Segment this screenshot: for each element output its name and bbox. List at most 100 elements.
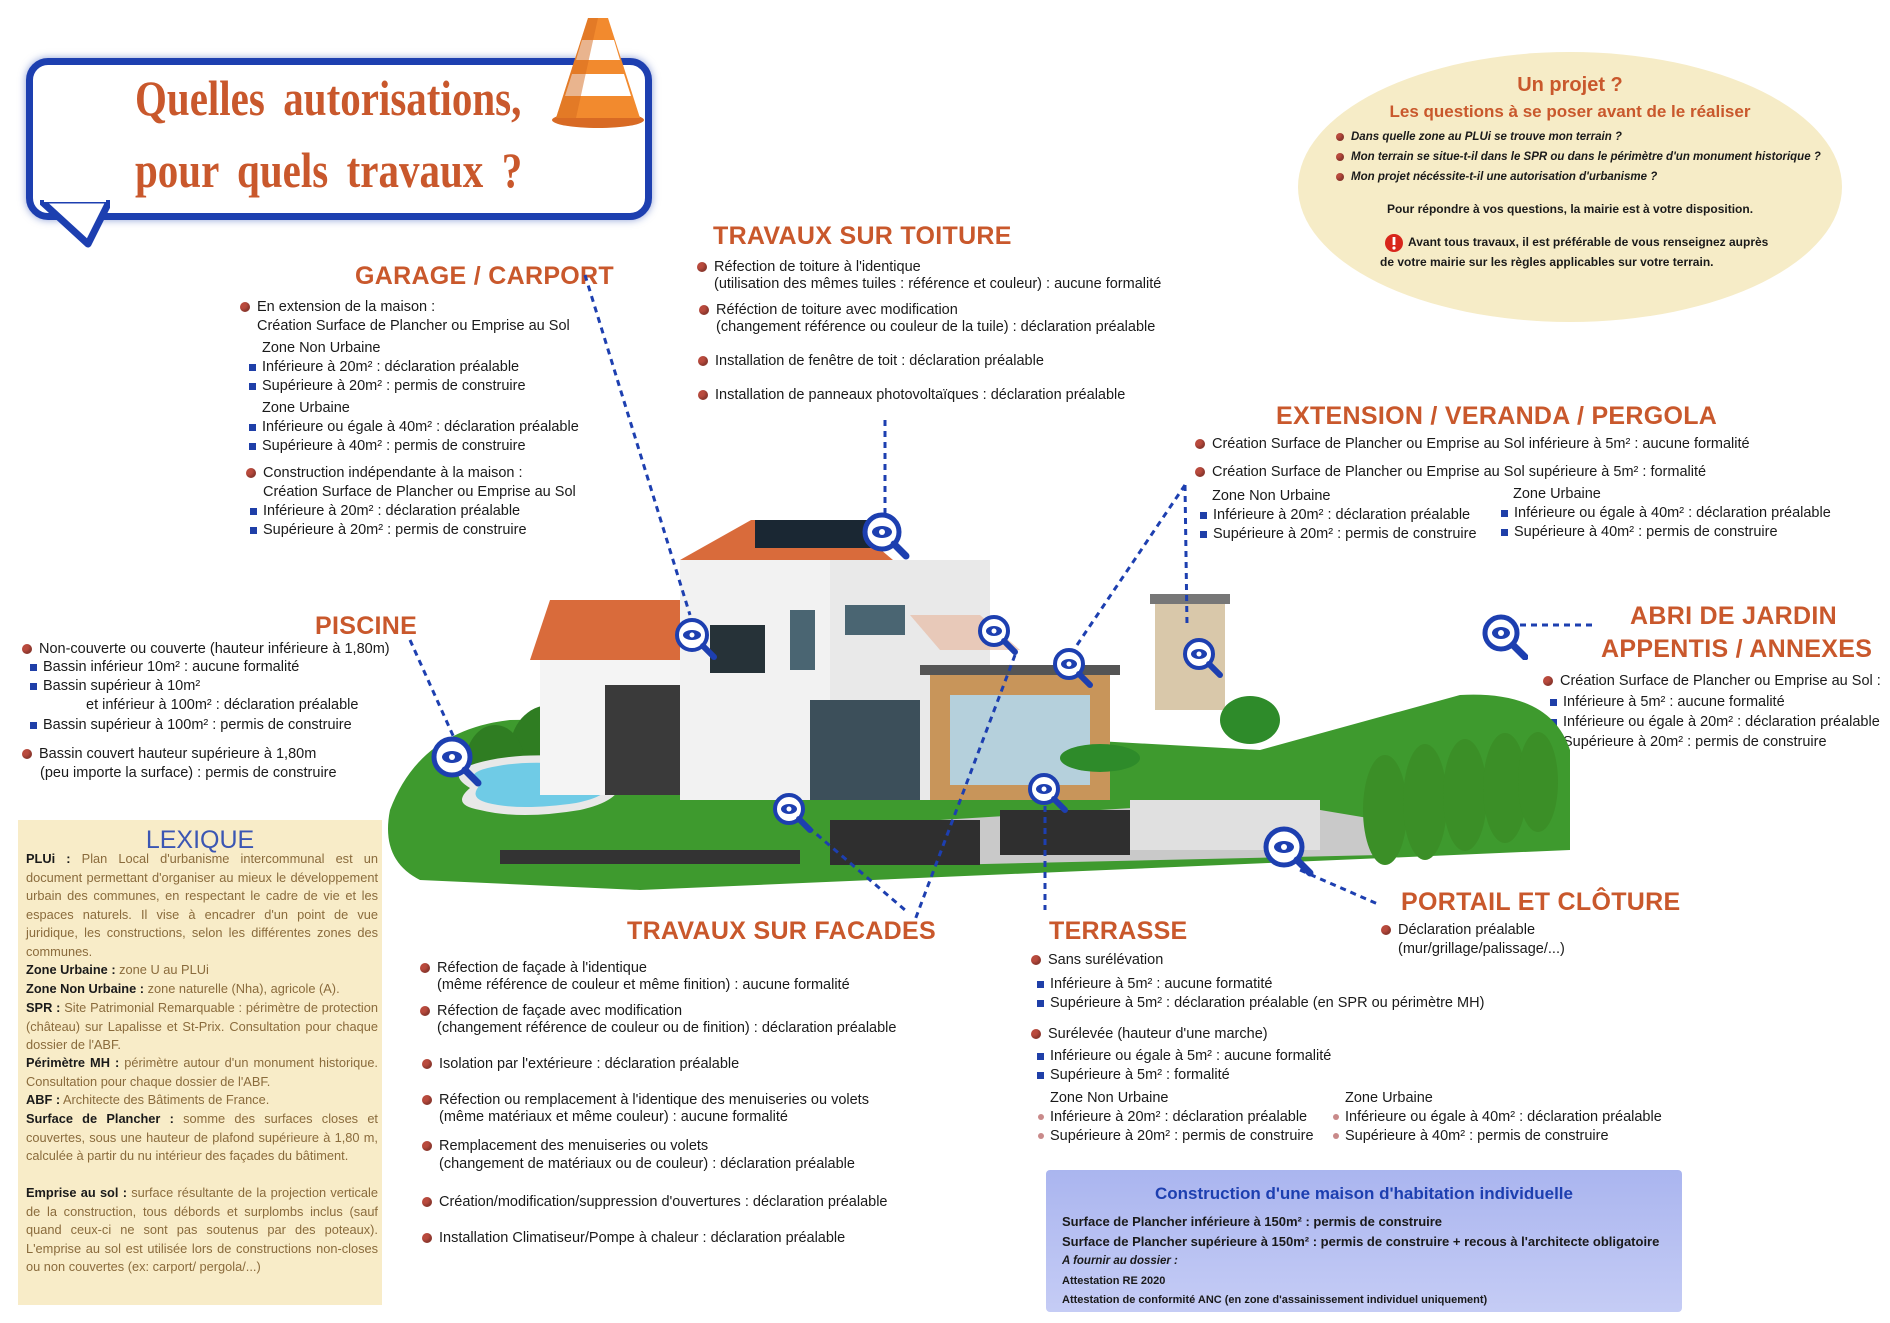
bullet-icon: [22, 749, 32, 760]
facades-line: Création/modification/suppression d'ouve…: [422, 1193, 888, 1212]
garage-line: En extension de la maison :: [240, 298, 435, 317]
maison-line-4: Attestation RE 2020: [1062, 1275, 1166, 1287]
title-bubble: [26, 58, 652, 220]
bullet-icon: [1333, 1114, 1339, 1121]
projet-warning-line-1: Avant tous travaux, il est préférable de…: [1408, 235, 1769, 249]
magnifier-eye-icon[interactable]: [860, 510, 910, 560]
extension-zone-label: Zone Non Urbaine: [1212, 488, 1331, 504]
extension-windows: [950, 695, 1090, 785]
magnifier-eye-icon[interactable]: [975, 612, 1019, 656]
extension-roof: [920, 665, 1120, 675]
maison-title: Construction d'une maison d'habitation i…: [1155, 1184, 1573, 1203]
piscine-line: Bassin inférieur 10m² : aucune formalité: [30, 658, 299, 677]
toiture-line: (changement référence ou couleur de la t…: [716, 319, 1156, 335]
terrasse-line: Inférieure ou égale à 5m² : aucune forma…: [1037, 1047, 1331, 1066]
lexique-mh: Périmètre MH : périmètre autour d'un mon…: [26, 1055, 378, 1089]
traffic-cone-icon: [552, 18, 644, 128]
bullet-icon: [22, 644, 32, 655]
bullet-icon: [1037, 1071, 1044, 1079]
maison-panel: [1046, 1170, 1682, 1312]
magnifier-eye-icon[interactable]: [1050, 645, 1094, 689]
page-title: Quelles autorisations, pour quels travau…: [135, 62, 522, 206]
extension-line: Supérieure à 20m² : permis de construire: [1200, 525, 1477, 544]
piscine-title: PISCINE: [315, 612, 418, 640]
lexique-sdp: Surface de Plancher : somme des surfaces…: [26, 1111, 378, 1163]
toiture-line: Installation de panneaux photovoltaïques…: [698, 386, 1125, 405]
bullet-icon: [1336, 172, 1344, 181]
bullet-icon: [1333, 1133, 1339, 1140]
maison-line-1: Surface de Plancher inférieure à 150m² :…: [1062, 1214, 1443, 1229]
garage-line: Construction indépendante à la maison :: [246, 464, 523, 483]
side-window: [790, 610, 815, 670]
facades-connector: [799, 654, 1017, 921]
bullet-icon: [1037, 999, 1044, 1007]
bullet-icon: [420, 1006, 430, 1017]
facades-line: Réfection de façade à l'identique: [420, 959, 647, 978]
house-wall-left: [680, 560, 830, 800]
abri-title-1: ABRI DE JARDIN: [1630, 602, 1837, 630]
maison-line-3: A fournir au dossier :: [1062, 1255, 1178, 1267]
maison-line-5: Attestation de conformité ANC (en zone d…: [1062, 1294, 1488, 1306]
bullet-icon: [1031, 955, 1041, 966]
toiture-title: TRAVAUX SUR TOITURE: [713, 222, 1012, 250]
bullet-icon: [1038, 1114, 1044, 1121]
bullet-icon: [422, 1197, 432, 1208]
terrasse-line: Surélevée (hauteur d'une marche): [1031, 1025, 1268, 1044]
facades-line: Réfection de façade avec modification: [420, 1002, 682, 1021]
magnifier-eye-icon[interactable]: [770, 790, 814, 834]
garage-zone-label: Zone Urbaine: [262, 400, 350, 416]
projet-warning-line-2: de votre mairie sur les règles applicabl…: [1380, 255, 1714, 269]
lexique-plui: PLUi : Plan Local d'urbanisme intercommu…: [26, 851, 378, 959]
toiture-line: Installation de fenêtre de toit : déclar…: [698, 352, 1044, 371]
maison-line-2: Surface de Plancher supérieure à 150m² :…: [1062, 1234, 1660, 1249]
bullet-icon: [422, 1095, 432, 1106]
bullet-icon: [1501, 509, 1508, 517]
bullet-icon: [30, 682, 37, 690]
bullet-icon: [1195, 467, 1205, 478]
abri-line: Création Surface de Plancher ou Emprise …: [1543, 672, 1881, 691]
terrasse-zone-label: Zone Urbaine: [1345, 1090, 1433, 1106]
gate-2: [1000, 810, 1130, 855]
gate: [830, 820, 980, 865]
terrasse-title: TERRASSE: [1049, 917, 1188, 945]
facades-line: (même matériaux et même couleur) : aucun…: [439, 1109, 788, 1125]
warning-icon: [1385, 234, 1403, 252]
piscine-line: et inférieur à 100m² : déclaration préal…: [86, 697, 359, 713]
bullet-icon: [1200, 511, 1207, 519]
lexique-abf: ABF : Architecte des Bâtiments de France…: [26, 1092, 270, 1107]
bullet-icon: [1336, 132, 1344, 141]
lexique-spr: SPR : Site Patrimonial Remarquable : pér…: [26, 1000, 378, 1052]
garage-line: Supérieure à 20m² : permis de construire: [250, 521, 527, 540]
garage-line: Création Surface de Plancher ou Emprise …: [263, 484, 576, 500]
bullet-icon: [1550, 698, 1557, 706]
bullet-icon: [30, 721, 37, 729]
facades-line: Remplacement des menuiseries ou volets: [422, 1137, 708, 1156]
extension-line: Supérieure à 40m² : permis de construire: [1501, 523, 1778, 542]
extension-line: Inférieure ou égale à 40m² : déclaration…: [1501, 504, 1831, 523]
bullet-icon: [246, 468, 256, 479]
magnifier-eye-icon[interactable]: [430, 735, 482, 787]
bullet-icon: [249, 442, 256, 450]
magnifier-eye-icon[interactable]: [672, 615, 718, 661]
portail-line: Déclaration préalable: [1381, 921, 1535, 940]
extension-connector: [1073, 484, 1189, 649]
piscine-line: Bassin supérieur à 100m² : permis de con…: [30, 716, 352, 735]
magnifier-eye-icon[interactable]: [1180, 635, 1224, 679]
projet-question-2: Mon terrain se situe-t-il dans le SPR ou…: [1336, 148, 1821, 167]
toiture-line: (utilisation des mêmes tuiles : référenc…: [714, 276, 1162, 292]
bullet-icon: [422, 1233, 432, 1244]
bullet-icon: [249, 363, 256, 371]
garage-line: Inférieure à 20m² : déclaration préalabl…: [250, 502, 520, 521]
magnifier-eye-icon[interactable]: [1025, 770, 1069, 814]
bullet-icon: [1501, 528, 1508, 536]
bullet-icon: [1543, 676, 1553, 687]
projet-question-1: Dans quelle zone au PLUi se trouve mon t…: [1336, 128, 1622, 147]
magnifier-eye-icon[interactable]: [1480, 612, 1528, 660]
facades-line: (changement référence de couleur ou de f…: [437, 1020, 897, 1036]
projet-question-3: Mon projet nécéssite-t-il une autorisati…: [1336, 168, 1657, 187]
bullet-icon: [1038, 1133, 1044, 1140]
magnifier-eye-icon[interactable]: [1262, 825, 1314, 877]
lexique-znu: Zone Non Urbaine : zone naturelle (Nha),…: [26, 981, 340, 996]
bullet-icon: [249, 382, 256, 390]
